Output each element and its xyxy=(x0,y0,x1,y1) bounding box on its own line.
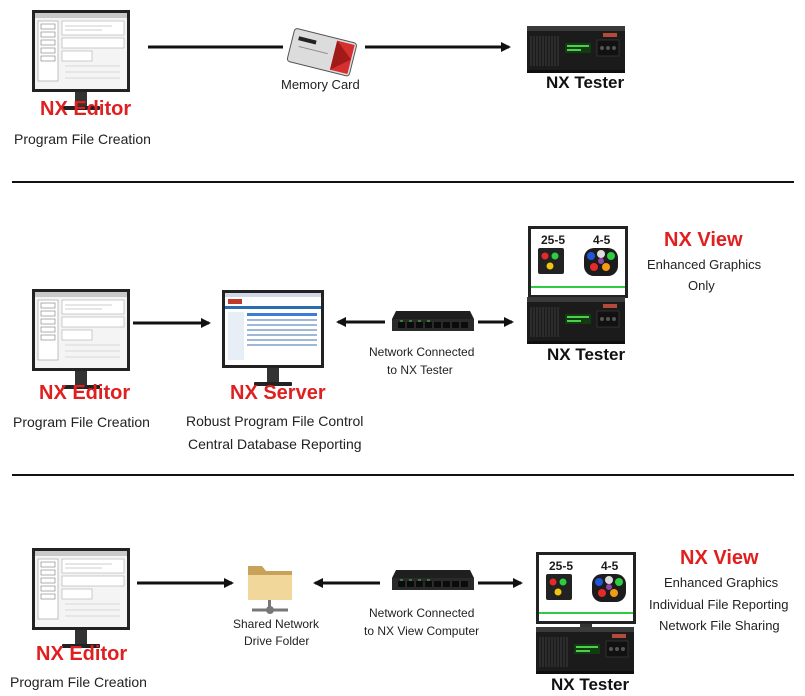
memory-card-icon xyxy=(286,28,357,77)
editor-monitor-3 xyxy=(31,547,131,649)
editor-title-1: NX Editor xyxy=(40,98,132,120)
editor-caption-1: Program File Creation xyxy=(14,131,151,147)
view-screen-label-left-1: 25-5 xyxy=(541,233,566,247)
folder-icon xyxy=(248,566,292,614)
editor-caption-2: Program File Creation xyxy=(13,414,150,430)
folder-caption-1: Shared Network xyxy=(233,617,320,631)
server-title: NX Server xyxy=(230,382,326,404)
editor-title-2: NX Editor xyxy=(39,382,131,404)
server-caption-1: Robust Program File Control xyxy=(186,413,364,429)
view-caption-1b: Only xyxy=(688,278,715,293)
row-divider-2 xyxy=(12,474,794,476)
view-screen-label-right-1: 4-5 xyxy=(593,233,611,247)
switch-caption-2b: to NX View Computer xyxy=(364,624,480,638)
switch-caption-2a: Network Connected xyxy=(369,606,475,620)
tester-unit-3 xyxy=(535,626,635,675)
view-title-2: NX View xyxy=(680,547,759,569)
row-divider-1 xyxy=(12,181,794,183)
view-title-1: NX View xyxy=(664,229,743,251)
view-caption-2a: Enhanced Graphics xyxy=(664,575,779,590)
view-caption-2b: Individual File Reporting xyxy=(649,597,789,612)
switch-caption-1b: to NX Tester xyxy=(387,363,453,377)
memory-card-caption: Memory Card xyxy=(281,77,360,92)
view-screen-label-left-2: 25-5 xyxy=(549,559,574,573)
switch-caption-1a: Network Connected xyxy=(369,345,475,359)
tester-unit-2 xyxy=(526,296,626,345)
tester-title-1: NX Tester xyxy=(546,73,625,92)
editor-monitor-2 xyxy=(31,288,131,390)
tester-unit-1 xyxy=(526,25,626,74)
tester-title-3: NX Tester xyxy=(551,675,630,694)
folder-caption-2: Drive Folder xyxy=(244,634,310,648)
editor-caption-3: Program File Creation xyxy=(10,674,147,690)
editor-title-3: NX Editor xyxy=(36,643,128,665)
network-switch-icon-2 xyxy=(392,570,474,590)
view-caption-1a: Enhanced Graphics xyxy=(647,257,762,272)
view-screen-label-right-2: 4-5 xyxy=(601,559,619,573)
editor-monitor-1 xyxy=(31,9,131,111)
tester-title-2: NX Tester xyxy=(547,345,626,364)
server-monitor xyxy=(222,290,324,386)
server-caption-2: Central Database Reporting xyxy=(188,436,362,452)
network-switch-icon-1 xyxy=(392,311,474,331)
view-caption-2c: Network File Sharing xyxy=(659,618,780,633)
